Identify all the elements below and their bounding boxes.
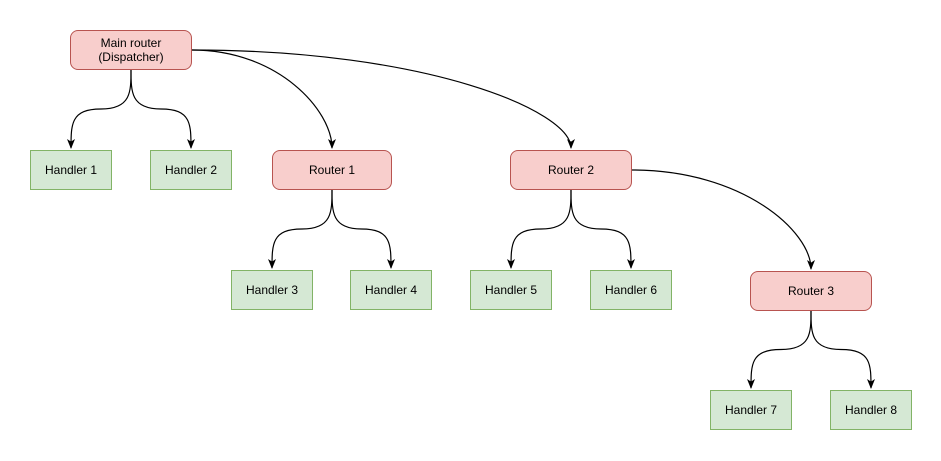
node-handler-8[interactable]: Handler 8 (830, 390, 912, 430)
edge-main-to-handler-2 (130, 69, 195, 149)
node-label: Router 2 (547, 163, 595, 177)
edge-main-to-router-1 (191, 49, 336, 149)
node-router-1[interactable]: Router 1 (272, 150, 392, 190)
node-label: Handler 6 (604, 283, 658, 297)
edge-main-to-handler-1 (67, 69, 132, 149)
node-label: Handler 1 (44, 163, 98, 177)
node-handler-6[interactable]: Handler 6 (590, 270, 672, 310)
edge-router-3-to-handler-8 (810, 310, 875, 389)
node-label: Handler 5 (484, 283, 538, 297)
edge-router-2-to-handler-6 (570, 189, 635, 269)
node-label: Handler 8 (844, 403, 898, 417)
edge-router-3-to-handler-7 (747, 310, 812, 389)
node-main-router[interactable]: Main router (Dispatcher) (70, 30, 192, 70)
node-handler-3[interactable]: Handler 3 (231, 270, 313, 310)
node-handler-1[interactable]: Handler 1 (30, 150, 112, 190)
node-label: Router 3 (787, 284, 835, 298)
node-handler-2[interactable]: Handler 2 (150, 150, 232, 190)
node-label: Handler 2 (164, 163, 218, 177)
node-router-2[interactable]: Router 2 (510, 150, 632, 190)
node-handler-7[interactable]: Handler 7 (710, 390, 792, 430)
node-router-3[interactable]: Router 3 (750, 271, 872, 311)
node-label: Main router (Dispatcher) (98, 36, 164, 64)
node-handler-5[interactable]: Handler 5 (470, 270, 552, 310)
node-label: Handler 7 (724, 403, 778, 417)
node-label: Handler 3 (245, 283, 299, 297)
node-handler-4[interactable]: Handler 4 (350, 270, 432, 310)
edge-router-2-to-handler-5 (507, 189, 572, 269)
edge-router-2-to-router-3 (631, 169, 815, 270)
edge-main-to-router-2 (191, 49, 575, 149)
node-label: Router 1 (308, 163, 356, 177)
node-label: Handler 4 (364, 283, 418, 297)
edge-router-1-to-handler-4 (331, 189, 395, 269)
edge-router-1-to-handler-3 (268, 189, 333, 269)
